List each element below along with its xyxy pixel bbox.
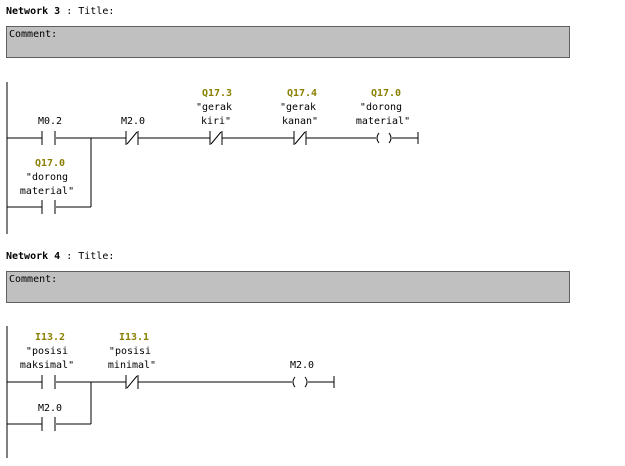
coil-symbol-line1: "dorong — [360, 102, 402, 113]
contact-address: I13.1 — [119, 332, 149, 343]
contact-address: M0.2 — [38, 116, 62, 127]
coil-q17-0[interactable]: Q17.0 "dorong material" — [356, 88, 410, 144]
contact-symbol-line1: "gerak — [280, 102, 316, 113]
contact-address: Q17.4 — [287, 88, 317, 99]
coil-address: Q17.0 — [371, 88, 401, 99]
network-4-comment: Comment: — [9, 274, 58, 285]
network-4-label: Network 4 — [6, 251, 61, 262]
network-4-header[interactable]: Network 4 : Title: — [6, 251, 114, 262]
contact-symbol-line2: maksimal" — [20, 360, 74, 371]
contact-symbol-line2: minimal" — [108, 360, 156, 371]
network-3-header[interactable]: Network 3 : Title: — [6, 6, 114, 17]
coil-symbol-line2: material" — [356, 116, 410, 127]
branch-contact-m2-0[interactable]: M2.0 — [38, 403, 62, 431]
contact-m2-0[interactable]: M2.0 — [121, 116, 145, 145]
contact-i13-1[interactable]: I13.1 "posisi minimal" — [108, 332, 156, 389]
contact-symbol-line1: "dorong — [26, 172, 68, 183]
network-4-comment-box[interactable]: Comment: — [6, 271, 570, 303]
contact-q17-3[interactable]: Q17.3 "gerak kiri" — [196, 88, 232, 145]
contact-symbol-line2: material" — [20, 186, 74, 197]
network-3-title[interactable]: : Title: — [66, 6, 115, 17]
contact-address: Q17.0 — [35, 158, 65, 169]
contact-symbol-line2: kiri" — [201, 116, 231, 127]
contact-q17-4[interactable]: Q17.4 "gerak kanan" — [280, 88, 318, 145]
coil-m2-0[interactable]: M2.0 — [290, 360, 314, 388]
contact-symbol-line1: "gerak — [196, 102, 232, 113]
branch-contact-q17-0[interactable]: Q17.0 "dorong material" — [20, 158, 74, 214]
contact-address: Q17.3 — [202, 88, 232, 99]
contact-address: I13.2 — [35, 332, 65, 343]
network-3-comment: Comment: — [9, 29, 58, 40]
contact-m0-2[interactable]: M0.2 — [38, 116, 62, 145]
contact-address: M2.0 — [38, 403, 62, 414]
network-3-ladder: M0.2 M2.0 Q17.3 "gerak kiri" Q17.4 "gera… — [6, 82, 419, 234]
network-4-ladder: I13.2 "posisi maksimal" I13.1 "posisi mi… — [6, 326, 335, 458]
contact-symbol-line1: "posisi — [109, 346, 151, 357]
contact-symbol-line1: "posisi — [26, 346, 68, 357]
contact-symbol-line2: kanan" — [282, 116, 318, 127]
coil-address: M2.0 — [290, 360, 314, 371]
network-4-title[interactable]: : Title: — [66, 251, 115, 262]
network-3-comment-box[interactable]: Comment: — [6, 26, 570, 58]
contact-i13-2[interactable]: I13.2 "posisi maksimal" — [20, 332, 74, 389]
network-3-label: Network 3 — [6, 6, 61, 17]
contact-address: M2.0 — [121, 116, 145, 127]
